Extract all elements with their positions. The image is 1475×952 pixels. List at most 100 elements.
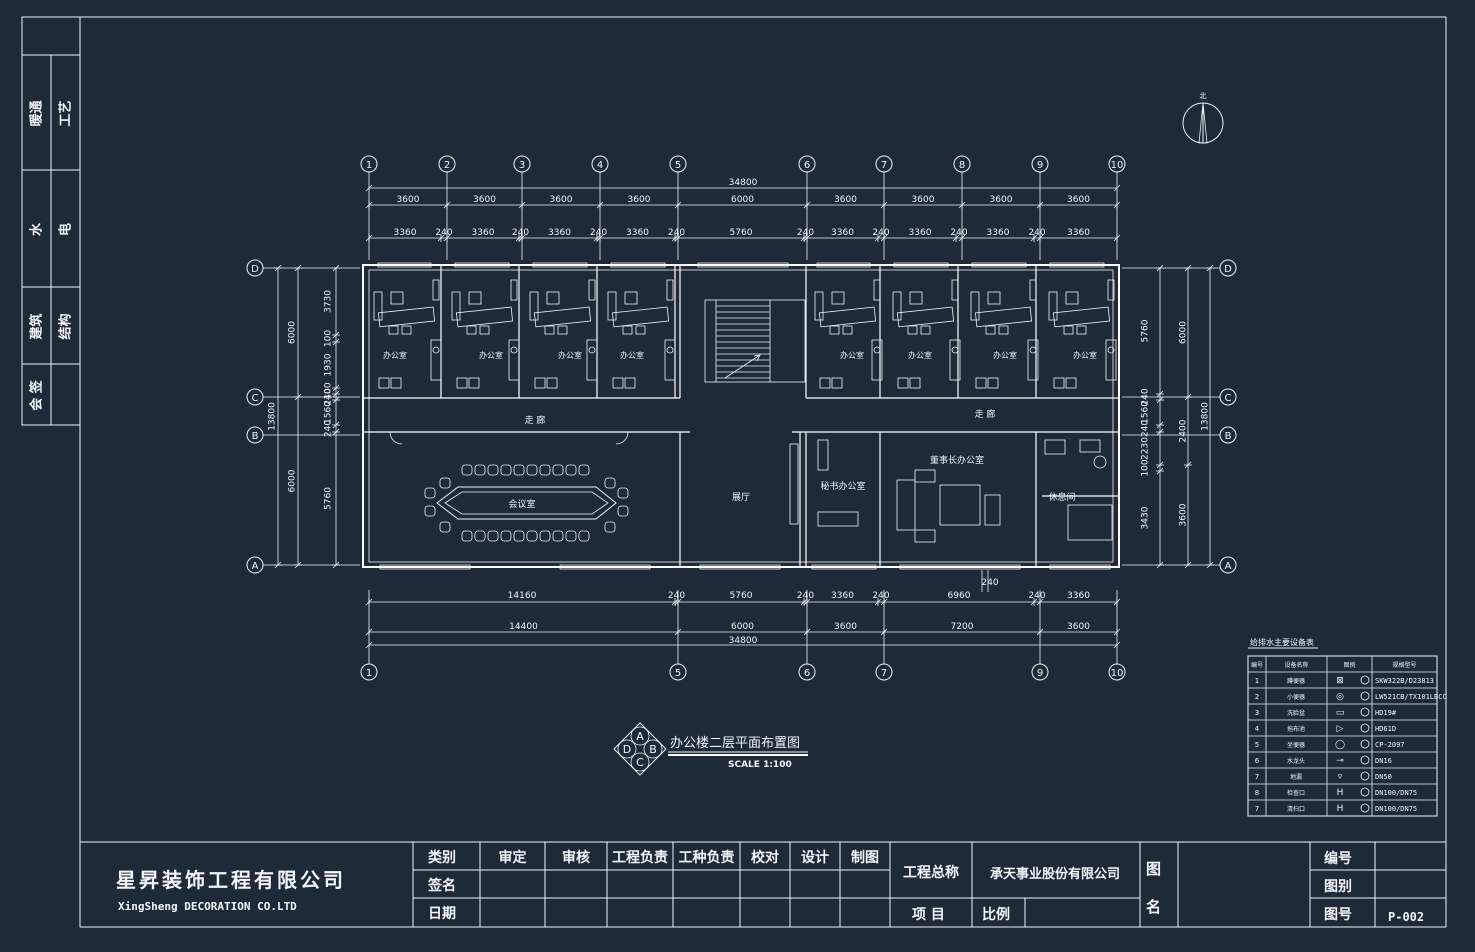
legend-no: 5 — [1255, 741, 1259, 749]
row-label-sign: 签名 — [427, 877, 456, 894]
title-role: 制图 — [851, 849, 879, 866]
legend-no: 8 — [1255, 789, 1259, 797]
axis-label: 7 — [881, 160, 887, 171]
legend-spec: LW521CB/TX101LBCC — [1375, 693, 1447, 701]
project-name: 承天事业股份有限公司 — [990, 866, 1120, 882]
room-label-office: 办公室 — [620, 350, 644, 360]
axis-label: 5 — [675, 668, 681, 679]
dimension-value: 1560 — [1141, 401, 1151, 424]
legend-spec: SKW322B/D23813 — [1375, 677, 1434, 685]
legend-name: 水龙头 — [1287, 757, 1305, 765]
dimension-value: 6000 — [288, 469, 298, 492]
legend-symbol: ◯ — [1335, 740, 1345, 750]
sign-strip-label: 结构 — [58, 313, 74, 339]
floor-plan: 办公室办公室办公室办公室办公室办公室办公室办公室走 廊走 廊会议室展厅秘书办公室… — [362, 262, 1120, 570]
dimension-value: 3600 — [397, 195, 420, 205]
row-label-type: 类别 — [428, 849, 456, 866]
room-label-office: 办公室 — [479, 350, 503, 360]
room-label-chairman: 董事长办公室 — [930, 454, 984, 466]
title-role: 工程负责 — [612, 849, 668, 866]
legend-symbol: ◎ — [1336, 692, 1344, 702]
axis-label: 9 — [1037, 668, 1043, 679]
dimension-value: 2230 — [1141, 437, 1151, 460]
room-label-corridor: 走 廊 — [525, 414, 546, 426]
title-role: 审核 — [562, 849, 590, 866]
dimension-value: 13800 — [268, 402, 278, 431]
room-label-meeting: 会议室 — [508, 498, 535, 510]
sign-strip-label: 工艺 — [58, 100, 74, 126]
axis-label: 1 — [366, 160, 372, 171]
dimension-value: 240 — [512, 228, 529, 238]
dimension-value: 13800 — [1201, 402, 1211, 431]
legend-spec: DN100/DN75 — [1375, 789, 1417, 797]
dimension-value: 6000 — [1179, 321, 1189, 344]
dimension-value: 2400 — [1179, 419, 1189, 442]
dimension-value: 240 — [324, 420, 334, 437]
title-role: 工种负责 — [679, 849, 735, 866]
dimension-value: 240 — [668, 228, 685, 238]
axis-label: C — [252, 393, 259, 404]
drawing-frame — [79, 16, 1447, 928]
dimension-value: 6000 — [731, 195, 754, 205]
title-role: 校对 — [751, 849, 779, 866]
axis-label: 6 — [804, 668, 810, 679]
plan-scale: SCALE 1:100 — [728, 760, 792, 770]
legend-header: 编号 — [1251, 661, 1263, 669]
axis-label: B — [1225, 431, 1232, 442]
axis-label: 1 — [366, 668, 372, 679]
legend-title: 给排水主要设备表 — [1250, 637, 1314, 647]
legend-name: 坐便器 — [1287, 741, 1305, 749]
dimension-value: 240 — [1141, 420, 1151, 437]
legend-spec: DN50 — [1375, 773, 1392, 781]
dimension-value: 240 — [872, 591, 889, 601]
dimension-value: 6000 — [288, 321, 298, 344]
badge-b: B — [649, 743, 657, 756]
sign-strip-label: 暖通 — [29, 100, 45, 126]
legend-symbol: ⊠ — [1336, 676, 1344, 686]
dimension-value: 3360 — [1067, 591, 1090, 601]
legend-header: 图例 — [1343, 661, 1355, 669]
sign-strip-label: 会 签 — [29, 379, 45, 411]
title-block: 星昇装饰工程有限公司 XingSheng DECORATION CO.LTD 类… — [80, 841, 1446, 927]
dimension-value: 100 — [324, 330, 334, 347]
legend-no: 1 — [1255, 677, 1259, 685]
axis-label: 2 — [444, 160, 450, 171]
legend-name: 蹲便器 — [1287, 677, 1305, 685]
dimension-value: 3360 — [987, 228, 1010, 238]
axis-label: B — [252, 431, 259, 442]
dimension-value: 240 — [981, 578, 998, 588]
legend-header: 设备名称 — [1284, 661, 1308, 669]
axis-label: 4 — [597, 160, 603, 171]
title-role: 设计 — [801, 849, 829, 866]
legend-symbol: ⊸ — [1336, 756, 1344, 766]
legend-no: 4 — [1255, 725, 1260, 733]
dimension-value: 240 — [872, 228, 889, 238]
scale-label: 比例 — [982, 906, 1010, 923]
dimension-value: 100 — [324, 382, 334, 399]
dimension-value: 3600 — [1067, 195, 1090, 205]
legend-name: 小便器 — [1287, 693, 1305, 701]
dimension-value: 3360 — [472, 228, 495, 238]
dimension-value: 1560 — [324, 401, 334, 424]
dimension-value: 3600 — [1179, 503, 1189, 526]
dimension-value: 3600 — [550, 195, 573, 205]
legend-name: 检查口 — [1287, 789, 1305, 797]
dimension-value: 6960 — [948, 591, 971, 601]
dimension-value: 3600 — [990, 195, 1013, 205]
axis-label: 9 — [1037, 160, 1043, 171]
axis-label: 10 — [1111, 160, 1124, 171]
dimension-value: 5760 — [730, 591, 753, 601]
dimension-value: 240 — [797, 591, 814, 601]
legend-spec: HD19# — [1375, 709, 1397, 717]
legend-spec: HD61D — [1375, 725, 1396, 733]
dimension-value: 240 — [435, 228, 452, 238]
axis-label: 6 — [804, 160, 810, 171]
legend-symbol: ▿ — [1338, 772, 1343, 782]
north-arrow: 北 — [1182, 92, 1224, 144]
label-drawing-no: 图号 — [1324, 907, 1352, 923]
dimension-value: 34800 — [729, 178, 758, 188]
legend-symbol: H — [1337, 788, 1344, 798]
staircase — [704, 299, 806, 383]
badge-d: D — [623, 743, 631, 756]
